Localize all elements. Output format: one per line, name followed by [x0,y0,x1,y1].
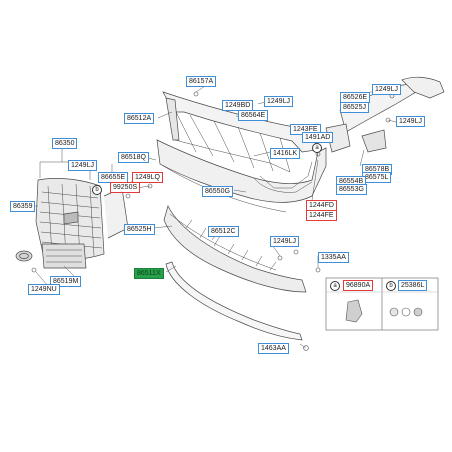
part-label-1491AD[interactable]: 1491AD [302,132,334,143]
upper-frame-drawing [162,91,317,173]
legend-part-25386L[interactable]: 25386L [398,280,428,291]
lower-trim-drawing [165,261,303,341]
part-label-86550G[interactable]: 86550G [202,186,233,197]
part-label-1249NU[interactable]: 1249NU [28,284,60,295]
part-label-1463AA[interactable]: 1463AA [258,343,289,354]
emblem-drawing [15,250,33,262]
part-label-1244FE[interactable]: 1244FE [306,210,337,221]
part-label-1416LK[interactable]: 1416LK [270,148,301,159]
part-label-1249LJ-mid[interactable]: 1249LJ [270,236,299,247]
fasteners-drawing [31,91,395,351]
part-label-86564E[interactable]: 86564E [238,110,269,121]
part-label-1335AA[interactable]: 1335AA [318,252,349,263]
part-label-1249LQ[interactable]: 1249LQ [132,172,163,183]
part-label-1249LJ-top-right[interactable]: 1249LJ [372,84,401,95]
legend-marker-b: b [386,281,396,291]
part-label-86575L[interactable]: 86575L [362,172,392,183]
callout-a: a [312,143,322,153]
part-label-86511X[interactable]: 86511X [134,268,164,279]
part-label-86518Q[interactable]: 86518Q [118,152,149,163]
part-label-86350[interactable]: 86350 [52,138,78,149]
part-label-86525J[interactable]: 86525J [340,102,369,113]
part-label-86512A[interactable]: 86512A [124,113,155,124]
part-label-99250S[interactable]: 99250S [110,182,141,193]
part-label-86512C[interactable]: 86512C [208,226,239,237]
legend-marker-a: a [330,281,340,291]
part-label-86157A[interactable]: 86157A [186,76,217,87]
part-label-1249BD[interactable]: 1249BD [222,100,254,111]
lower-spoiler-drawing [163,205,307,293]
part-label-1249LJ-top[interactable]: 1249LJ [264,96,293,107]
part-label-86553G[interactable]: 86553G [336,184,367,195]
part-label-86359[interactable]: 86359 [10,201,36,212]
grille-drawing [35,178,129,261]
part-label-1249LJ-left[interactable]: 1249LJ [68,160,97,171]
part-label-1249LJ-right[interactable]: 1249LJ [396,116,425,127]
callout-b: b [92,185,102,195]
part-label-86525H[interactable]: 86525H [124,224,155,235]
legend-part-96890A[interactable]: 96890A [343,280,374,291]
lower-grille-insert-drawing [41,243,87,269]
part-label-86519M[interactable]: 86519M [50,276,82,287]
